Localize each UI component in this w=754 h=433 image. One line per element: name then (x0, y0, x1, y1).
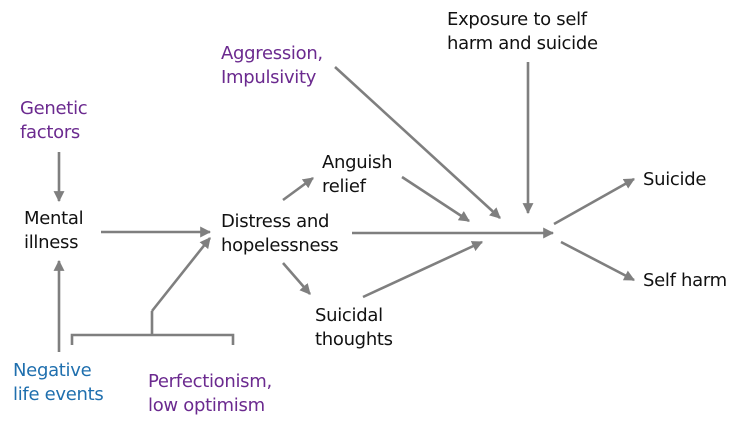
node-line: low optimism (148, 395, 265, 416)
node-line: Anguish (322, 152, 393, 173)
edge-suicidal-thoughts-to-junction (362, 240, 483, 299)
node-line: Self harm (643, 270, 727, 291)
node-line: Exposure to self (447, 9, 587, 30)
node-anguish-relief: Anguish relief (322, 151, 393, 199)
node-line: Aggression, (221, 43, 323, 64)
node-line: harm and suicide (447, 33, 598, 54)
node-line: thoughts (315, 329, 393, 350)
edge-distress-to-anguish (282, 176, 314, 202)
node-line: relief (322, 176, 366, 197)
node-line: Distress and (221, 211, 330, 232)
node-mental-illness: Mental illness (24, 207, 84, 255)
node-perfectionism: Perfectionism, low optimism (148, 370, 272, 418)
node-line: Perfectionism, (148, 371, 272, 392)
node-line: factors (20, 122, 81, 143)
node-line: Negative (13, 360, 92, 381)
node-line: life events (13, 384, 104, 405)
edge-aggression-to-junction (334, 66, 501, 219)
node-negative-life-events: Negative life events (13, 359, 104, 407)
edge-junction-to-suicide (553, 177, 635, 226)
node-line: hopelessness (221, 235, 339, 256)
node-line: Impulsivity (221, 67, 317, 88)
node-distress: Distress and hopelessness (221, 210, 339, 258)
node-line: Genetic (20, 98, 88, 119)
node-exposure: Exposure to self harm and suicide (447, 8, 598, 56)
bracket-risk-factors (70, 333, 235, 345)
edge-junction-to-self-harm (560, 240, 635, 282)
node-line: Suicidal (315, 305, 383, 326)
node-line: illness (24, 232, 79, 253)
node-line: Suicide (643, 169, 707, 190)
edge-distress-to-suicidal-thoughts (282, 262, 311, 295)
edge-anguish-to-junction (401, 175, 470, 223)
node-aggression: Aggression, Impulsivity (221, 42, 323, 90)
node-suicide: Suicide (643, 168, 706, 192)
node-suicidal-thoughts: Suicidal thoughts (315, 304, 393, 352)
node-line: Mental (24, 208, 84, 229)
node-self-harm: Self harm (643, 269, 727, 293)
node-genetic-factors: Genetic factors (20, 97, 88, 145)
edge-bracket-to-distress (150, 237, 212, 312)
